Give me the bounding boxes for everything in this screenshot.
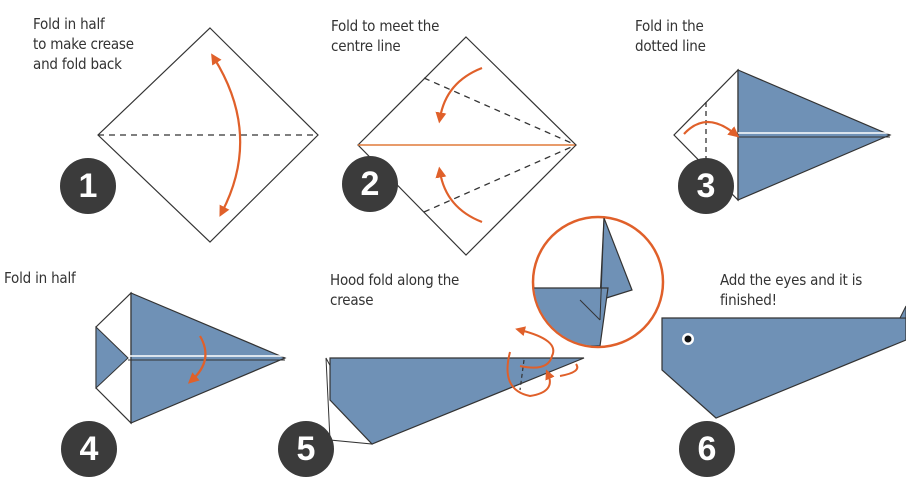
step-1-instruction: Fold in half to make crease and fold bac… [33, 15, 134, 73]
fold-arrow-icon [515, 326, 555, 369]
step-3-badge: 3 [678, 158, 734, 214]
step-2-diagram [357, 36, 577, 256]
crease-dashed [519, 359, 525, 391]
step-5-badge: 5 [278, 421, 334, 477]
fold-line-dashed [423, 144, 577, 213]
step-3-instruction: Fold in the dotted line [635, 17, 706, 55]
whale-tail [899, 305, 906, 319]
step-5-diagram [325, 215, 665, 445]
fold-line-dashed [423, 77, 577, 146]
fold-arrow-icon [683, 120, 740, 138]
fold-arrow-icon [559, 363, 579, 377]
step-2-badge: 2 [342, 156, 398, 212]
eye-pupil [684, 335, 692, 343]
step-6-diagram [661, 305, 906, 419]
folded-whale-body [329, 357, 585, 445]
fold-arrow-icon [211, 53, 242, 217]
step-6-badge: 6 [679, 421, 735, 477]
inner-flap [95, 325, 129, 390]
step-1-badge: 1 [60, 158, 116, 214]
step-4-diagram [95, 291, 287, 425]
step-6-instruction: Add the eyes and it is finished! [720, 271, 863, 309]
step-4-instruction: Fold in half [4, 269, 76, 287]
paper-kite-blue [130, 292, 287, 424]
paper-kite-blue [737, 69, 892, 201]
finished-whale-body [661, 317, 906, 419]
step-5-instruction: Hood fold along the crease [330, 271, 460, 309]
step-4-badge: 4 [61, 421, 117, 477]
step-2-instruction: Fold to meet the centre line [331, 17, 440, 55]
fold-arrow-icon [506, 351, 555, 398]
step-1-diagram [97, 27, 319, 243]
fold-arrow-icon [435, 166, 483, 224]
fold-arrow-icon [187, 335, 207, 384]
paper-square [357, 36, 577, 256]
fold-arrow-icon [435, 66, 483, 124]
